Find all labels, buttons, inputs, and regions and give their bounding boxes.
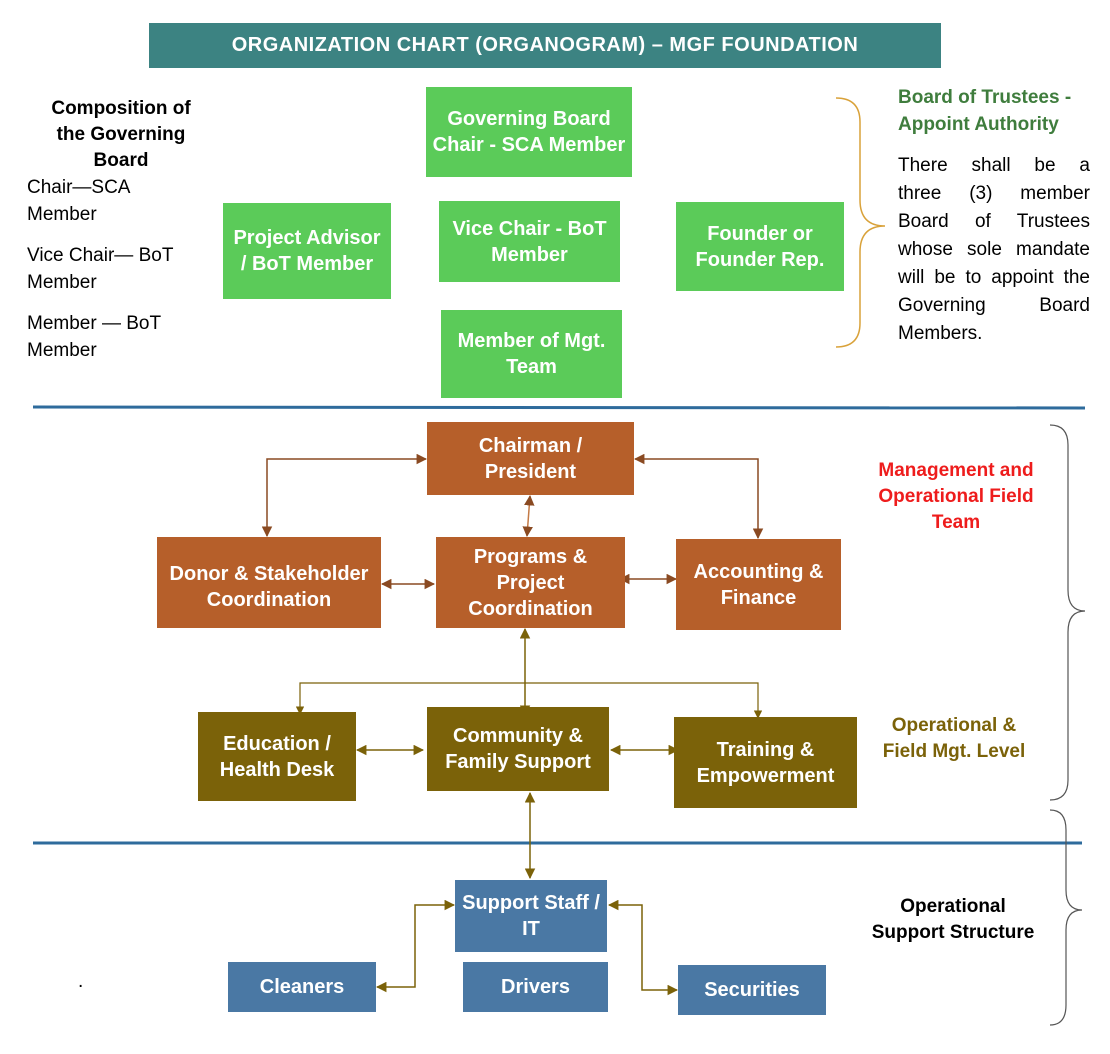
brace-support: [1049, 809, 1083, 1026]
composition-member: Member — BoT Member: [27, 313, 161, 361]
arrow-chairman-donor: [261, 453, 428, 538]
management-label: Management and Operational Field Team: [878, 460, 1034, 533]
trustees-desc-line-2: three (3) member: [898, 183, 1090, 204]
trustees-desc-line-3: Board of Trustees: [898, 211, 1090, 232]
arrow-support-securities: [607, 899, 679, 996]
trustees-desc-line-4: whose sole mandate: [898, 239, 1090, 260]
composition-heading: Composition of the Governing Board: [51, 98, 191, 171]
box-donor-coordination: Donor & Stakeholder Coordination: [157, 537, 381, 628]
arrow-chairman-accounting: [633, 453, 764, 540]
box-community-family: Community & Family Support: [427, 707, 609, 791]
box-vice-chair: Vice Chair - BoT Member: [439, 201, 620, 282]
divider-top: [32, 405, 1086, 410]
trustees-desc-line-1: There shall be a: [898, 155, 1090, 176]
line-branch-right: [525, 682, 763, 719]
trustees-desc-line-5: will be to appoint the: [898, 267, 1090, 288]
arrow-support-cleaners: [375, 899, 456, 993]
operational-label: Operational & Field Mgt. Level: [882, 715, 1026, 762]
box-support-staff-it: Support Staff / IT: [455, 880, 607, 952]
brace-trustees: [835, 97, 886, 348]
box-programs-coordination: Programs & Project Coordination: [436, 537, 625, 628]
box-securities: Securities: [678, 965, 826, 1015]
box-education-health: Education / Health Desk: [198, 712, 356, 801]
box-project-advisor: Project Advisor / BoT Member: [223, 203, 391, 299]
box-training-empowerment: Training & Empowerment: [674, 717, 857, 808]
arrow-chairman-programs: [522, 494, 535, 538]
box-chairman: Chairman / President: [427, 422, 634, 495]
composition-vice-chair: Vice Chair— BoT Member: [27, 245, 174, 293]
support-label: Operational Support Structure: [871, 896, 1035, 943]
brace-management: [1049, 424, 1086, 801]
box-mgt-member: Member of Mgt. Team: [441, 310, 622, 398]
box-governing-board-chair: Governing Board Chair - SCA Member: [426, 87, 632, 177]
box-accounting-finance: Accounting & Finance: [676, 539, 841, 630]
composition-chair: Chair—SCA Member: [27, 177, 130, 225]
line-branch-left: [295, 682, 525, 715]
box-founder: Founder or Founder Rep.: [676, 202, 844, 291]
chart-title: ORGANIZATION CHART (ORGANOGRAM) – MGF FO…: [149, 23, 941, 68]
box-cleaners: Cleaners: [228, 962, 376, 1012]
box-drivers: Drivers: [463, 962, 608, 1012]
trustees-heading: Board of Trustees - Appoint Authority: [898, 87, 1072, 135]
trustees-desc-line-7: Members.: [898, 323, 983, 344]
stray-dot: .: [78, 971, 84, 992]
trustees-desc-line-6: Governing Board: [898, 295, 1090, 316]
